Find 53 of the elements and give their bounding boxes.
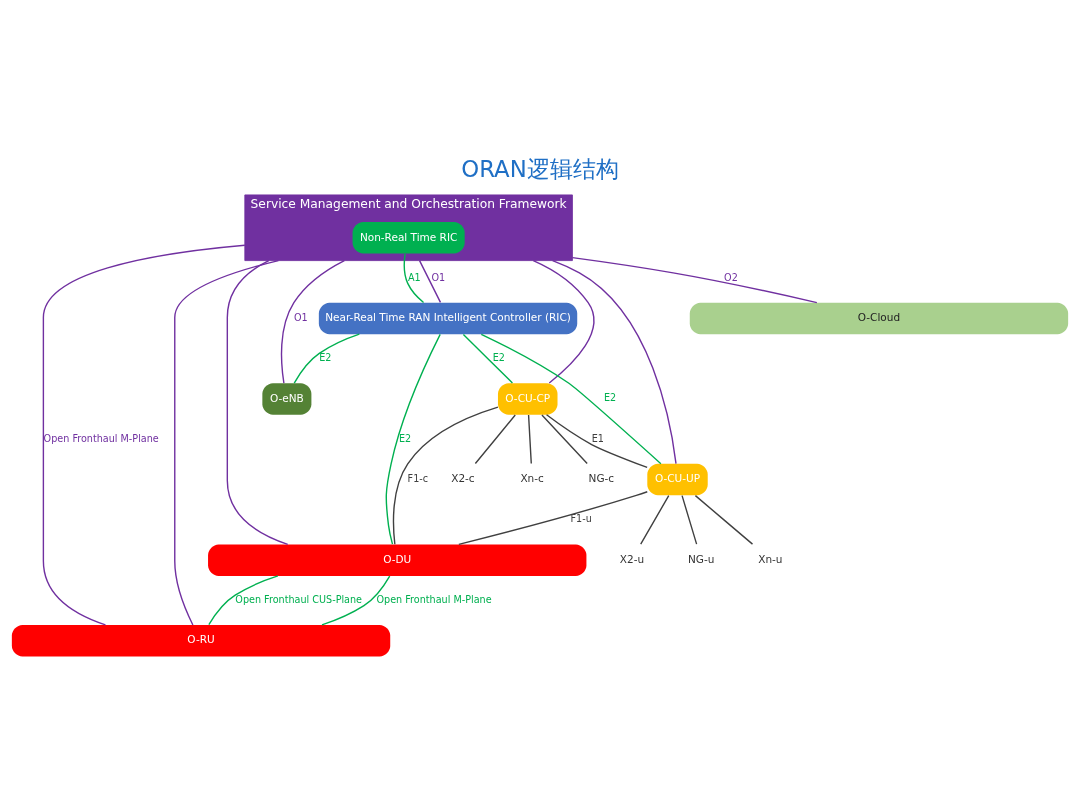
edge-label: O2 (724, 271, 738, 283)
connector (527, 414, 532, 465)
node-box: O-Cloud (689, 302, 1069, 335)
connector (208, 575, 279, 626)
connector (681, 494, 698, 545)
connector (458, 491, 648, 546)
node-box: O-eNB (262, 383, 312, 415)
connector (551, 259, 677, 465)
edge-label: A1 (407, 271, 421, 283)
edge-label: Open Fronthaul M-Plane (376, 593, 492, 605)
connector (174, 259, 280, 626)
connector (403, 253, 425, 304)
edge-label: E2 (492, 352, 505, 364)
connector (545, 414, 648, 469)
connector (42, 244, 246, 626)
edge-label: Open Fronthaul M-Plane (43, 432, 159, 444)
connector (474, 414, 516, 465)
connector (571, 256, 818, 304)
node-text: X2-u (619, 552, 645, 565)
edge-label: E2 (399, 432, 412, 444)
diagram-title: ORAN逻辑结构 (461, 156, 619, 183)
edge-label: E2 (319, 352, 332, 364)
connector (480, 333, 662, 465)
edge-label: Open Fronthaul CUS-Plane (235, 593, 363, 605)
node-box: O-RU (11, 624, 391, 657)
node-box: Near-Real Time RAN Intelligent Controller (RIC) (318, 302, 578, 335)
node-text: X2-c (451, 472, 475, 485)
connector (385, 333, 441, 545)
connector (280, 259, 346, 384)
edge-label: O1 (431, 271, 446, 283)
connector (392, 406, 499, 545)
node-box: O-DU (208, 544, 587, 576)
connector (532, 259, 595, 384)
node-text: NG-u (687, 552, 715, 565)
connector (694, 494, 754, 545)
connector (226, 259, 289, 546)
edge-label: O1 (294, 311, 308, 323)
edge-label: F1-u (570, 513, 592, 525)
edge-label: E2 (603, 392, 617, 404)
connector (321, 575, 391, 626)
node-text: Xn-u (758, 552, 783, 565)
edge-label: F1-c (407, 473, 429, 485)
node-text: NG-c (588, 472, 615, 485)
node-text: Xn-c (520, 472, 544, 485)
node-box: Non-Real Time RIC (352, 222, 465, 254)
edge-label: E1 (591, 432, 604, 444)
node-box: O-CU-UP (647, 463, 708, 496)
connector (293, 333, 361, 384)
node-box: O-CU-CP (497, 383, 558, 415)
connector (418, 259, 442, 304)
connector (541, 414, 588, 465)
connector (640, 494, 670, 545)
connector (462, 333, 514, 384)
